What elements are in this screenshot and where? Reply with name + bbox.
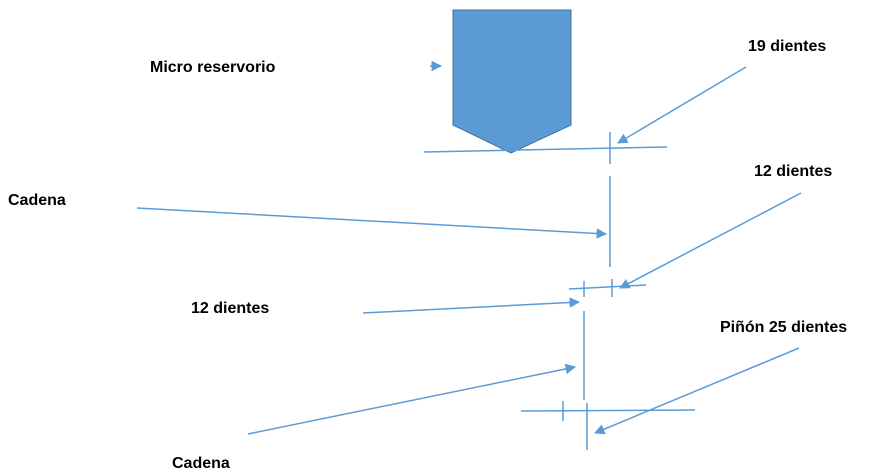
arrow-cadena-upper (136, 207, 608, 239)
arrow-12-dientes-left (362, 297, 581, 314)
label-12-dientes-left: 12 dientes (191, 300, 270, 317)
bottom-shaft-line (520, 409, 696, 412)
arrow-pinon-25-dientes (594, 347, 800, 435)
label-micro-reservorio: Micro reservorio (150, 59, 276, 76)
label-19-dientes: 19 dientes (748, 38, 827, 55)
label-pinon-25-dientes: Piñón 25 dientes (720, 319, 848, 336)
label-cadena-lower: Cadena (172, 455, 230, 472)
top-shaft-line (423, 146, 668, 153)
micro-reservoir-shape (452, 9, 572, 154)
arrow-cadena-lower (247, 363, 577, 435)
label-cadena-upper: Cadena (8, 192, 66, 209)
middle-shaft-line (568, 284, 647, 290)
label-12-dientes-right: 12 dientes (754, 163, 833, 180)
arrow-12-dientes-right (619, 192, 802, 289)
arrow-19-dientes (617, 66, 747, 144)
